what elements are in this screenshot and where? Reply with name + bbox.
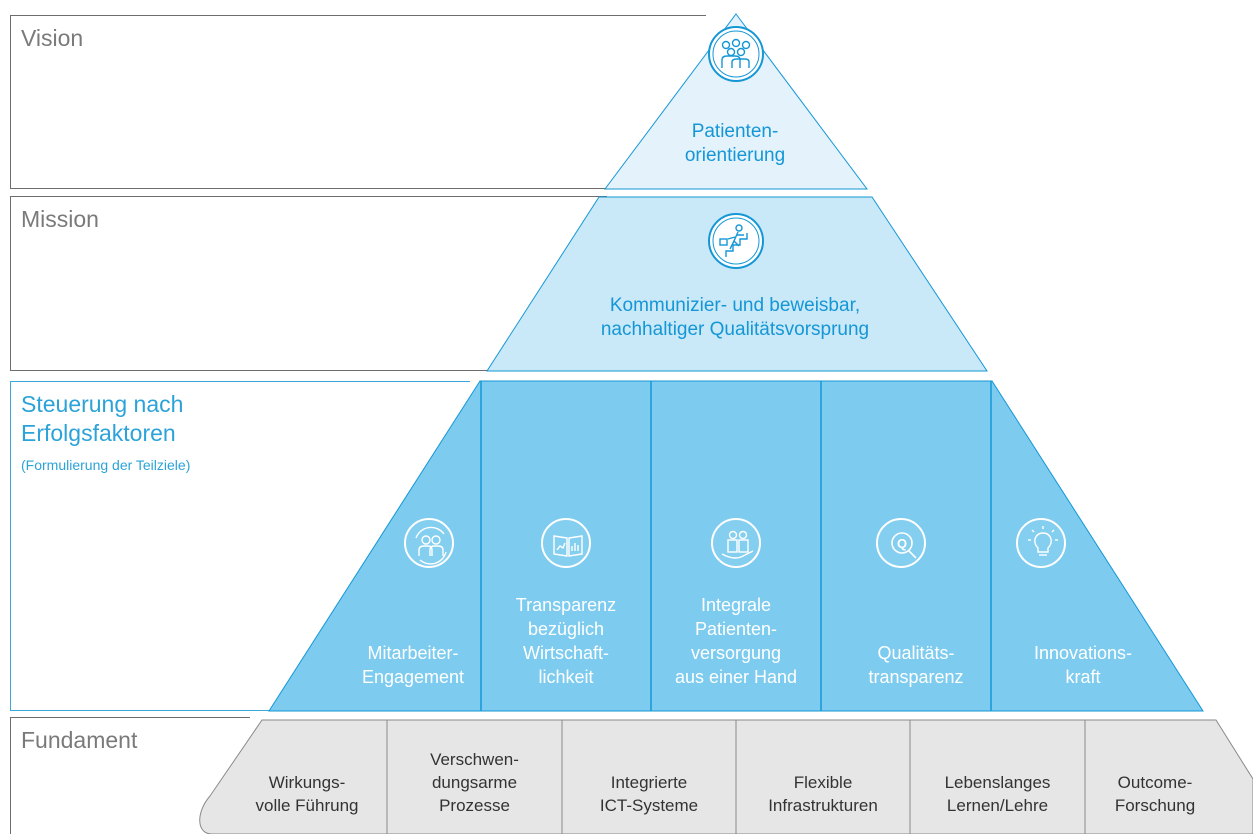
factor-line: Innovations- xyxy=(1033,643,1133,663)
factor-innovationskraft: Innovations- kraft xyxy=(998,641,1168,689)
factor-line: Mitarbeiter- xyxy=(367,643,459,663)
mission-statement: Kommunizier- und beweisbar, nachhaltiger… xyxy=(480,294,990,342)
foundation-infrastrukturen: Flexible Infrastrukturen xyxy=(736,771,910,817)
factor-line: lichkeit xyxy=(538,667,594,687)
vision-title: Vision xyxy=(21,25,84,51)
foundation-line: volle Führung xyxy=(255,796,359,815)
people-group-icon xyxy=(708,26,764,82)
foundation-line: Outcome- xyxy=(1117,773,1193,792)
vision-line: Patienten- xyxy=(691,121,779,142)
factor-line: Wirtschaft- xyxy=(522,643,609,663)
mission-line: nachhaltiger Qualitätsvorsprung xyxy=(600,319,870,340)
foundation-fuehrung: Wirkungs- volle Führung xyxy=(227,771,387,817)
mission-tier xyxy=(486,196,988,372)
factor-line: Transparenz xyxy=(515,595,617,615)
steuerung-label-box: Steuerung nach Erfolgsfaktoren (Formulie… xyxy=(10,381,470,711)
steuerung-title-line: Steuerung nach xyxy=(21,391,184,417)
factor-line: Patienten- xyxy=(694,619,778,639)
team-cycle-icon xyxy=(404,518,454,568)
svg-text:Q: Q xyxy=(897,536,907,551)
foundation-forschung: Outcome- Forschung xyxy=(1085,771,1225,817)
mission-title: Mission xyxy=(21,206,99,232)
steuerung-title: Steuerung nach Erfolgsfaktoren xyxy=(21,390,183,448)
factor-line: transparenz xyxy=(868,667,964,687)
foundation-lernen: Lebenslanges Lernen/Lehre xyxy=(910,771,1085,817)
factor-qualitaetstransparenz: Qualitäts- transparenz xyxy=(831,641,1001,689)
foundation-line: Flexible xyxy=(793,773,853,792)
foundation-line: Infrastrukturen xyxy=(768,796,878,815)
vision-tier xyxy=(604,13,868,190)
factor-line: Qualitäts- xyxy=(877,643,955,663)
foundation-prozesse: Verschwen- dungsarme Prozesse xyxy=(387,748,562,817)
factor-line: Integrale xyxy=(700,595,772,615)
care-hand-icon xyxy=(711,518,761,568)
foundation-line: Prozesse xyxy=(439,796,510,815)
factor-mitarbeiter: Mitarbeiter- Engagement xyxy=(328,641,498,689)
vision-statement: Patienten- orientierung xyxy=(600,120,870,168)
quality-magnifier-icon: Q xyxy=(876,518,926,568)
factor-line: kraft xyxy=(1065,667,1101,687)
foundation-line: Lernen/Lehre xyxy=(946,796,1049,815)
vision-label-box: Vision xyxy=(10,15,706,189)
chart-book-icon xyxy=(541,518,591,568)
foundation-line: dungsarme xyxy=(431,773,518,792)
factor-line: aus einer Hand xyxy=(674,667,798,687)
foundation-line: Verschwen- xyxy=(430,750,519,769)
factor-line: versorgung xyxy=(690,643,782,663)
factor-patientenversorgung: Integrale Patienten- versorgung aus eine… xyxy=(651,593,821,689)
foundation-ict: Integrierte ICT-Systeme xyxy=(562,771,736,817)
foundation-tier xyxy=(199,719,1253,834)
factor-transparenz-wirtschaftlichkeit: Transparenz bezüglich Wirtschaft- lichke… xyxy=(481,593,651,689)
factor-line: Engagement xyxy=(361,667,465,687)
climbing-stairs-icon xyxy=(708,213,764,269)
factor-line: bezüglich xyxy=(527,619,605,639)
steuerung-title-line: Erfolgsfaktoren xyxy=(21,420,176,446)
foundation-line: Forschung xyxy=(1114,796,1196,815)
mission-line: Kommunizier- und beweisbar, xyxy=(609,295,861,316)
steuerung-subtitle: (Formulierung der Teilziele) xyxy=(21,457,191,473)
foundation-line: ICT-Systeme xyxy=(599,796,699,815)
mission-label-box: Mission xyxy=(10,196,607,371)
fundament-label-box: Fundament xyxy=(10,717,250,834)
fundament-title: Fundament xyxy=(21,727,138,753)
foundation-line: Lebenslanges xyxy=(944,773,1051,792)
foundation-line: Integrierte xyxy=(610,773,688,792)
vision-line: orientierung xyxy=(684,145,786,166)
foundation-line: Wirkungs- xyxy=(268,773,346,792)
lightbulb-icon xyxy=(1016,518,1066,568)
